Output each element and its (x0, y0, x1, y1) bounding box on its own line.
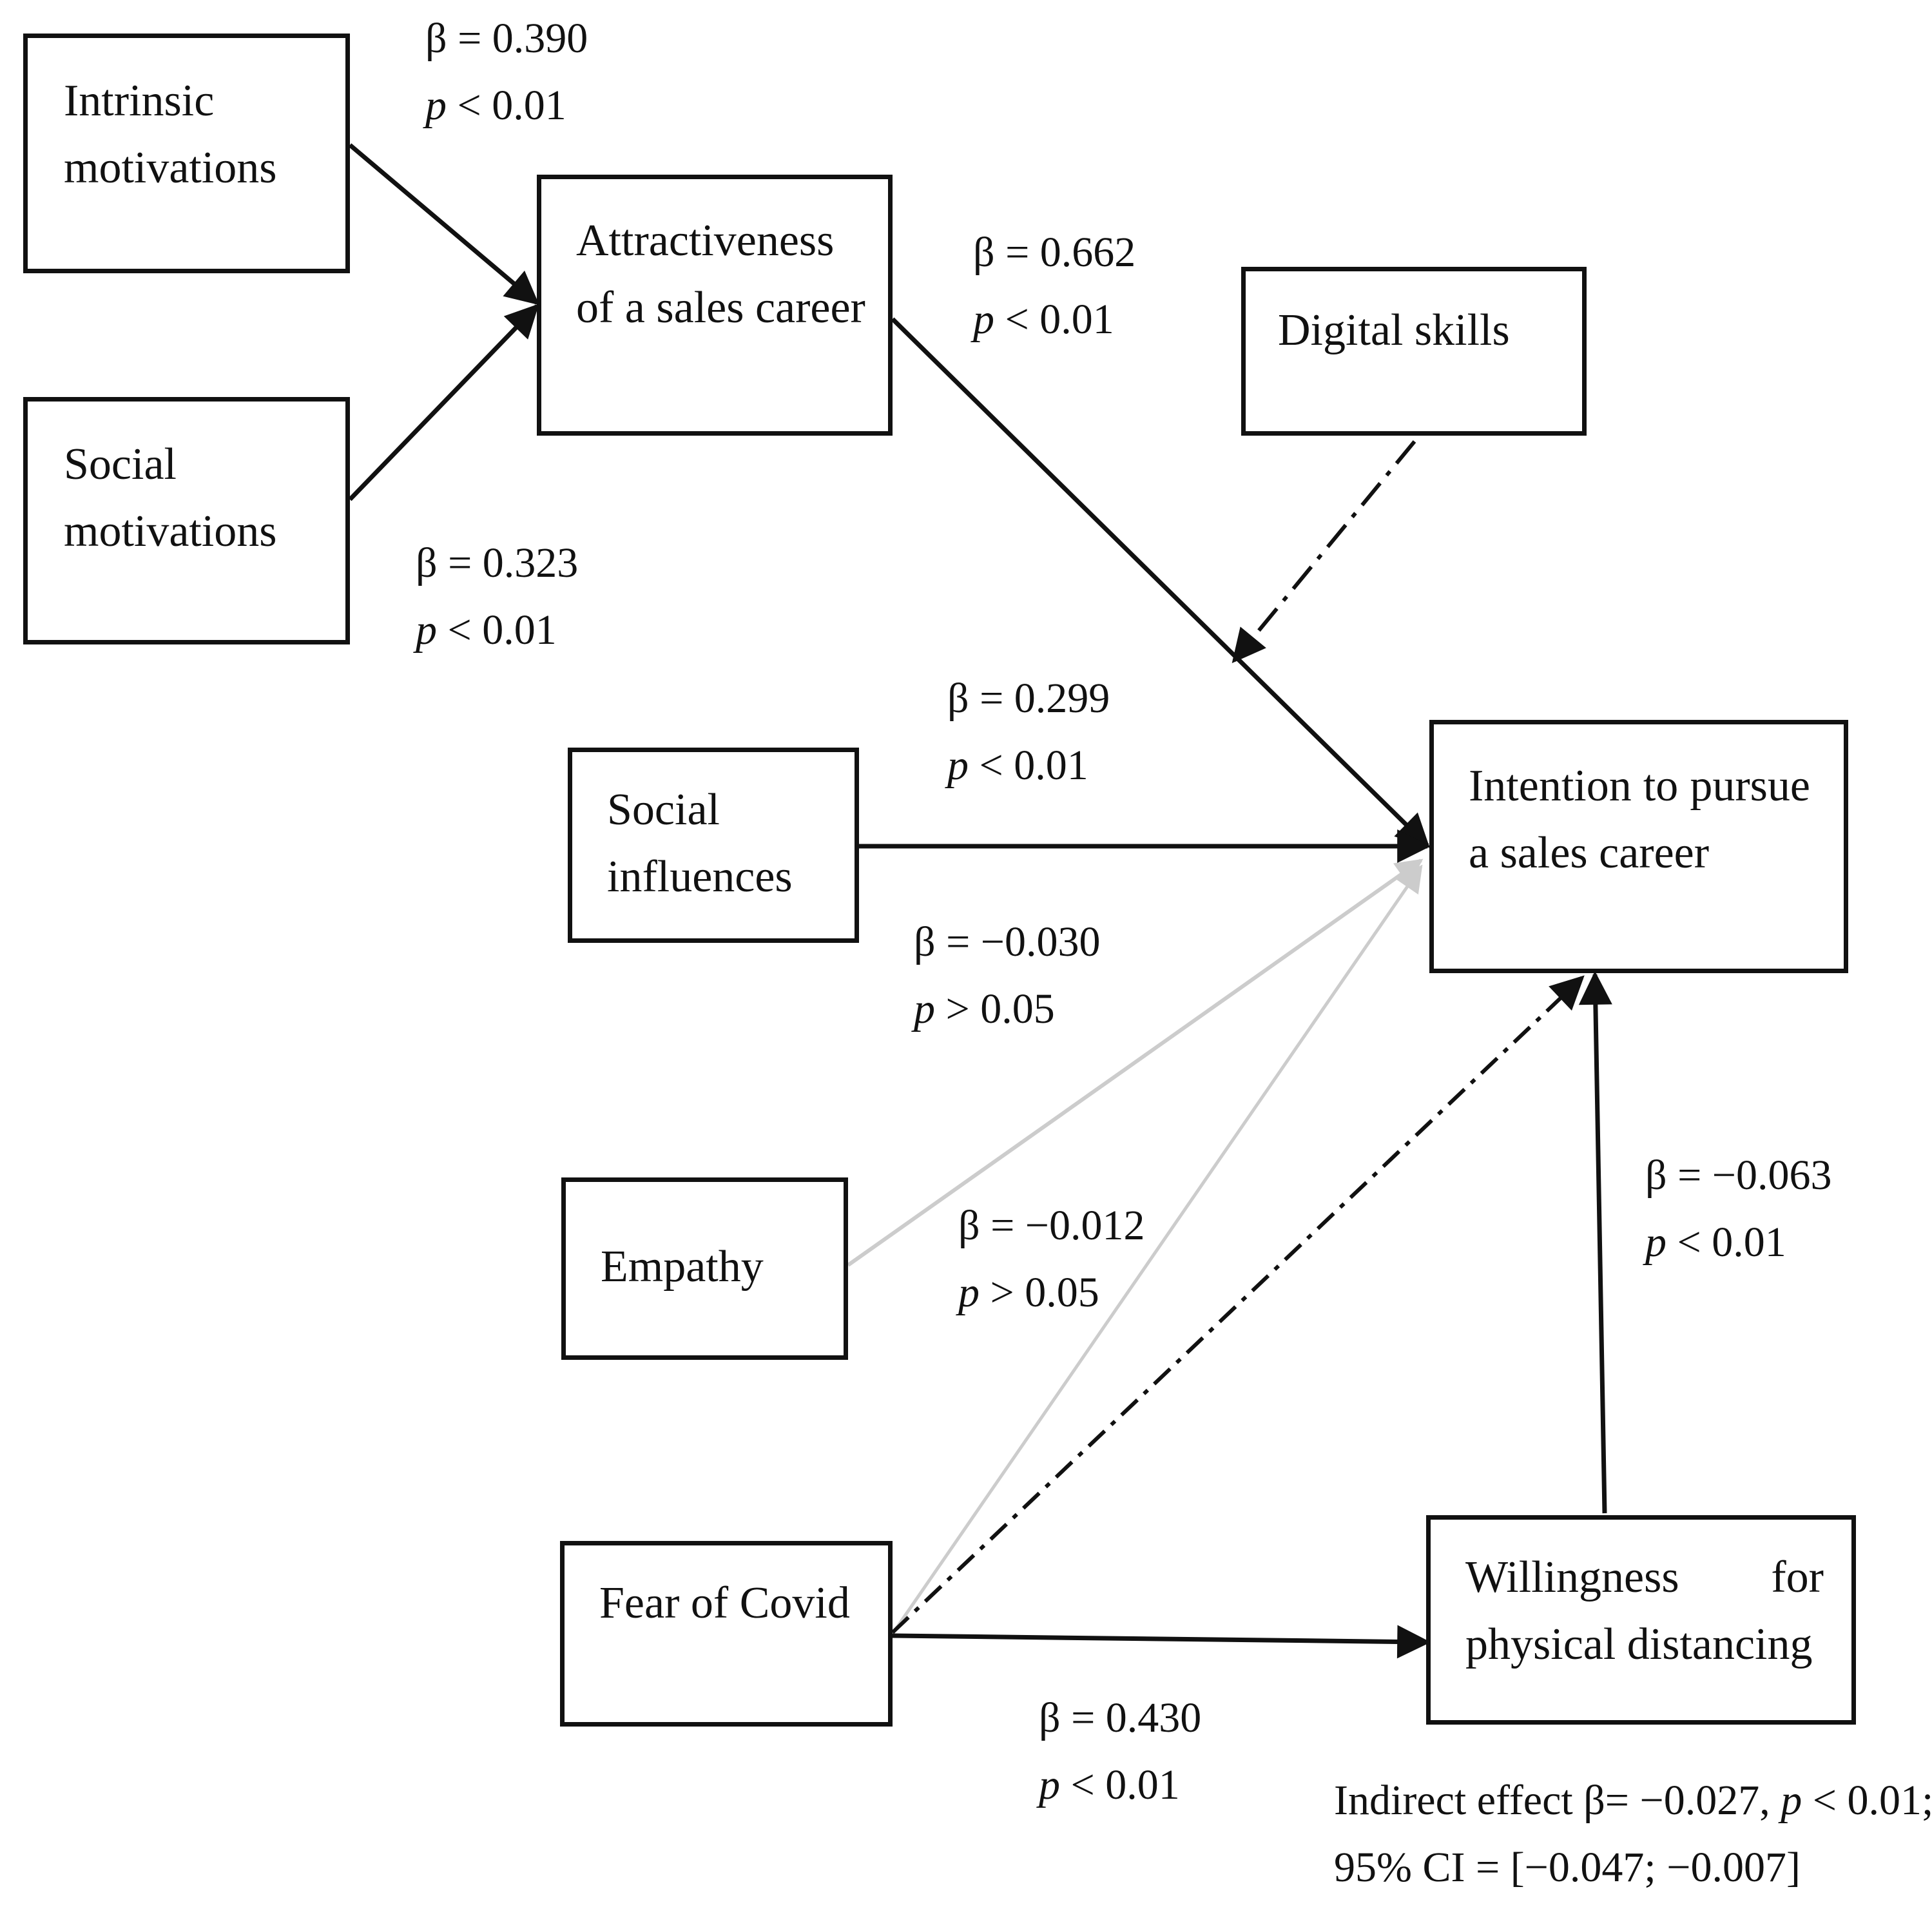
beta-label: β = 0.430 (1039, 1694, 1202, 1741)
fear-to-intention-stat: β = −0.012 p > 0.05 (958, 1192, 1145, 1326)
fear-to-intention-path (891, 864, 1423, 1635)
p-label: p < 0.01 (947, 742, 1088, 789)
intention-line-1: Intention to pursue (1469, 761, 1810, 811)
empathy-to-intention-stat: β = −0.030 p > 0.05 (914, 909, 1101, 1043)
social-motivations-to-attractiveness-path (348, 304, 539, 501)
attractiveness-to-intention-stat: β = 0.662 p < 0.01 (973, 219, 1135, 353)
empathy-box: Empathy (561, 1177, 848, 1360)
willingness-label: Willingness for physical distancing (1465, 1544, 1824, 1678)
attractiveness-line-1: Attractiveness (576, 216, 835, 266)
beta-label: β = −0.012 (958, 1202, 1145, 1249)
attractiveness-label: Attractiveness of a sales career (576, 208, 865, 342)
p-label: p < 0.01 (1039, 1761, 1180, 1808)
beta-label: β = −0.030 (914, 918, 1101, 965)
intrinsic-motivations-box: Intrinsic motivations (23, 34, 350, 273)
social-influences-line-2: influences (607, 852, 793, 902)
social-to-attractiveness-stat: β = 0.323 p < 0.01 (416, 530, 578, 664)
social-motivations-line-2: motivations (64, 507, 277, 556)
fear-of-covid-label: Fear of Covid (599, 1578, 850, 1628)
beta-label: β = 0.323 (416, 539, 579, 586)
social-motivations-box: Social motivations (23, 397, 350, 644)
intrinsic-motivations-line-2: motivations (64, 143, 277, 193)
willingness-to-intention-stat: β = −0.063 p < 0.01 (1645, 1142, 1832, 1276)
intention-label: Intention to pursue a sales career (1469, 753, 1810, 887)
for-word: for (1771, 1553, 1824, 1602)
social-motivations-label: Social motivations (64, 431, 277, 565)
willingness-line-1: Willingness for (1465, 1544, 1824, 1611)
fear-to-willingness-stat: β = 0.430 p < 0.01 (1039, 1685, 1201, 1819)
fear-of-covid-box: Fear of Covid (560, 1541, 893, 1727)
indirect-effect-line-1: Indirect effect β= −0.027, p < 0.01; (1334, 1777, 1932, 1824)
willingness-line-2: physical distancing (1465, 1620, 1813, 1669)
willingness-word: Willingness (1465, 1553, 1679, 1602)
indirect-effect-note: Indirect effect β= −0.027, p < 0.01; 95%… (1334, 1767, 1932, 1901)
attractiveness-line-2: of a sales career (576, 283, 865, 333)
indirect-effect-line-2: 95% CI = [−0.047; −0.007] (1334, 1844, 1801, 1891)
beta-label: β = 0.390 (425, 15, 588, 62)
empathy-to-intention-path (847, 858, 1424, 1267)
p-label: p < 0.01 (425, 82, 566, 129)
willingness-to-intention-path (1578, 971, 1612, 1514)
digital-skills-moderation-path (1232, 440, 1416, 664)
beta-label: β = 0.299 (947, 675, 1110, 722)
p-label: p < 0.01 (416, 606, 557, 653)
attractiveness-box: Attractiveness of a sales career (537, 175, 893, 436)
fear-to-willingness-path (892, 1625, 1431, 1659)
p-label: p > 0.05 (914, 985, 1055, 1032)
social-influences-label: Social influences (607, 777, 793, 911)
p-label: p < 0.01 (1645, 1219, 1786, 1266)
intention-box: Intention to pursue a sales career (1429, 720, 1848, 973)
beta-label: β = −0.063 (1645, 1152, 1832, 1199)
intention-line-2: a sales career (1469, 828, 1710, 878)
intrinsic-motivations-label: Intrinsic motivations (64, 68, 277, 202)
social-motivations-line-1: Social (64, 440, 177, 489)
social-influences-to-intention-stat: β = 0.299 p < 0.01 (947, 665, 1110, 799)
digital-skills-label: Digital skills (1278, 305, 1510, 355)
intrinsic-motivations-line-1: Intrinsic (64, 76, 215, 126)
digital-skills-box: Digital skills (1241, 267, 1587, 436)
p-label: p < 0.01 (973, 296, 1114, 343)
attractiveness-to-intention-path (891, 317, 1430, 848)
social-influences-line-1: Social (607, 785, 720, 835)
intrinsic-to-attractiveness-stat: β = 0.390 p < 0.01 (425, 5, 588, 139)
p-label: p > 0.05 (958, 1269, 1099, 1316)
beta-label: β = 0.662 (973, 229, 1136, 276)
intrinsic-to-attractiveness-path (348, 143, 539, 305)
willingness-box: Willingness for physical distancing (1426, 1515, 1856, 1725)
empathy-label: Empathy (601, 1242, 764, 1292)
social-influences-box: Social influences (568, 748, 859, 943)
